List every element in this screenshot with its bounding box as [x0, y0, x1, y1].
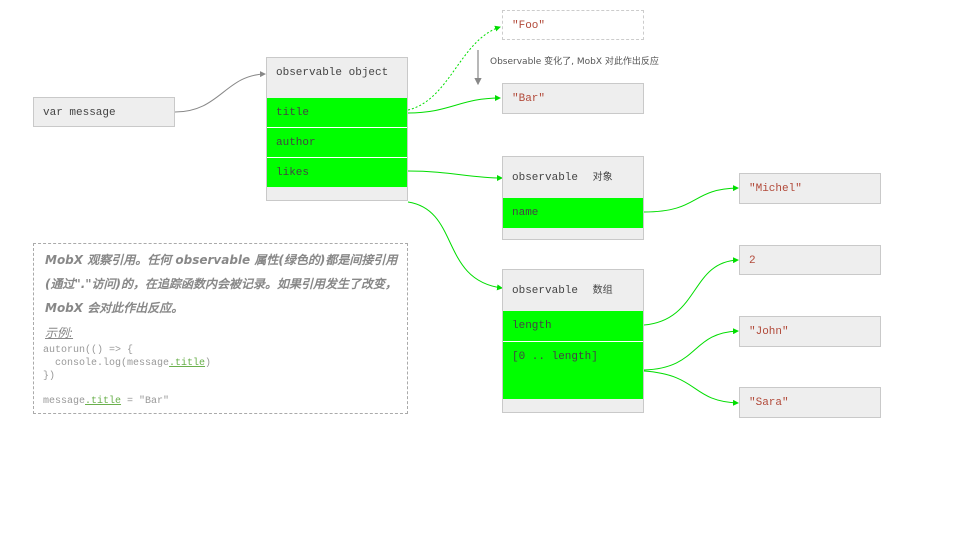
prop-name-label: name	[512, 207, 539, 219]
code-line-4-prefix: message	[43, 396, 86, 407]
observable-author-header-prefix: observable	[512, 172, 579, 184]
prop-author-label: author	[276, 136, 316, 149]
prop-items: [0 .. length]	[503, 341, 643, 399]
wire-message-to-object	[174, 71, 266, 113]
prop-length: length	[503, 311, 643, 341]
prop-name: name	[503, 198, 643, 228]
observable-array-header-suffix: 数组	[592, 285, 613, 296]
observable-array-box: observable 数组 length [0 .. length]	[502, 269, 644, 413]
observable-author-header-suffix: 对象	[592, 172, 613, 183]
code-line-4-suffix: = "Bar"	[121, 396, 170, 407]
code-line-3: })	[43, 370, 55, 383]
wire-items-to-sara	[643, 370, 739, 406]
wire-author-to-array	[407, 201, 503, 291]
code-line-2-hl: .title	[169, 358, 206, 369]
observable-object-box: observable object title author likes	[266, 57, 408, 201]
explanation-text: MobX 观察引用。任何 observable 属性(绿色的)都是间接引用(通过…	[45, 253, 398, 315]
sara-value: "Sara"	[749, 397, 789, 409]
var-message-box: var message	[33, 97, 175, 127]
observable-array-header-prefix: observable	[512, 285, 579, 297]
prop-likes: likes	[267, 157, 407, 187]
prop-likes-label: likes	[276, 166, 310, 179]
explanation-note: MobX 观察引用。任何 observable 属性(绿色的)都是间接引用(通过…	[33, 243, 408, 414]
prop-title: title	[267, 98, 407, 127]
code-line-3-text: })	[43, 371, 56, 382]
wire-title-to-foo	[407, 25, 501, 111]
michel-value: "Michel"	[749, 183, 802, 195]
code-line-2-suffix: )	[205, 358, 212, 369]
code-line-4: message.title = "Bar"	[43, 395, 169, 408]
observable-object-header: observable object	[276, 67, 389, 79]
wire-length-to-2	[643, 257, 739, 326]
prop-length-label: length	[512, 320, 552, 332]
length-value-box: 2	[739, 245, 881, 275]
bar-value-box: "Bar"	[502, 83, 644, 114]
observable-author-box: observable 对象 name	[502, 156, 644, 240]
wire-items-to-john	[643, 328, 739, 371]
prop-items-label: [0 .. length]	[512, 351, 598, 363]
prop-title-label: title	[276, 106, 310, 119]
code-line-2-prefix: console.log(message	[43, 358, 170, 369]
code-line-2: console.log(message.title)	[43, 357, 211, 370]
observable-array-header: observable 数组	[512, 281, 613, 297]
wire-title-to-bar	[407, 95, 501, 114]
example-title: 示例:	[45, 326, 74, 340]
bar-value: "Bar"	[512, 93, 546, 105]
code-line-4-hl: .title	[85, 396, 122, 407]
john-value-box: "John"	[739, 316, 881, 347]
john-value: "John"	[749, 326, 789, 338]
prop-author: author	[267, 127, 407, 157]
wire-likes-to-author	[407, 170, 503, 181]
wire-name-to-michel	[643, 185, 739, 213]
length-value: 2	[749, 255, 756, 267]
michel-value-box: "Michel"	[739, 173, 881, 204]
var-message-label: var message	[43, 107, 116, 119]
change-note: Observable 变化了, MobX 对此作出反应	[490, 57, 659, 67]
code-line-1: autorun(() => {	[43, 344, 133, 357]
code-line-1-text: autorun(() => {	[43, 345, 134, 356]
sara-value-box: "Sara"	[739, 387, 881, 418]
foo-value: "Foo"	[512, 20, 546, 32]
observable-author-header: observable 对象	[512, 168, 613, 184]
foo-value-box: "Foo"	[502, 10, 644, 40]
